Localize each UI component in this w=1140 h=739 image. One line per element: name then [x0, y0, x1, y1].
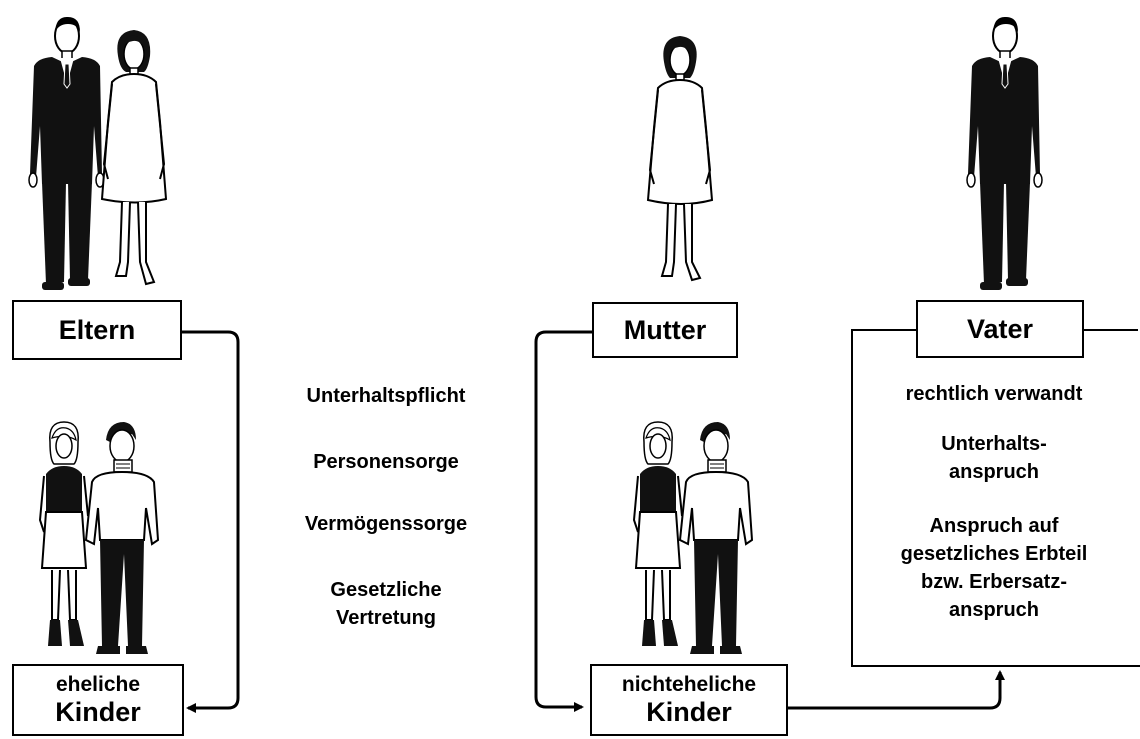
- boy-icon: [678, 422, 754, 654]
- duty-vertretung-line1: Gesetzliche: [330, 579, 442, 601]
- right-erbteil: Anspruch auf gesetzliches Erbteil bzw. E…: [852, 512, 1136, 624]
- children-to-father-arrow: [788, 670, 1005, 710]
- right-unterhaltsanspruch: Unterhalts- anspruch: [852, 430, 1136, 486]
- mutter-label: Mutter: [623, 314, 707, 345]
- girl-icon: [632, 421, 683, 646]
- eltern-box: Eltern: [12, 300, 182, 360]
- mutter-to-children-arrow: [534, 330, 592, 712]
- vater-label: Vater: [966, 313, 1034, 344]
- right-erbteil-line4: anspruch: [948, 599, 1040, 621]
- eheliche-kinder-bottom: Kinder: [55, 697, 141, 727]
- woman-icon: [646, 36, 714, 282]
- duty-personensorge: Personensorge: [313, 451, 459, 473]
- illegitimate-children-figure: [632, 421, 754, 654]
- mother-figure: [646, 36, 714, 282]
- right-unterhalt-line2: anspruch: [948, 461, 1040, 483]
- eheliche-kinder-top: eheliche: [55, 673, 141, 696]
- man-icon: [966, 16, 1043, 290]
- eltern-to-children-arrow: [182, 330, 240, 713]
- father-rights-frame: [851, 329, 1140, 667]
- duty-vermoegenssorge: Vermögenssorge: [304, 513, 468, 535]
- legitimate-children-figure: [38, 421, 160, 654]
- right-unterhalt-line1: Unterhalts-: [941, 433, 1047, 455]
- boy-icon: [84, 422, 160, 654]
- vater-box: Vater: [916, 300, 1084, 358]
- eltern-label: Eltern: [58, 314, 136, 345]
- right-rechtlich-verwandt: rechtlich verwandt: [905, 383, 1083, 405]
- mutter-box: Mutter: [592, 302, 738, 358]
- father-figure: [966, 16, 1043, 290]
- nichteheliche-kinder-box: nichteheliche Kinder: [590, 664, 788, 736]
- parents-figure: [28, 16, 168, 290]
- woman-icon: [100, 30, 168, 286]
- duty-unterhaltspflicht: Unterhaltspflicht: [306, 385, 466, 407]
- duty-vertretung: Gesetzliche Vertretung: [256, 576, 516, 632]
- duty-vertretung-line2: Vertretung: [335, 607, 437, 629]
- right-erbteil-line3: bzw. Erbersatz-: [921, 571, 1067, 593]
- man-icon: [28, 16, 105, 290]
- girl-icon: [38, 421, 89, 646]
- nichteheliche-kinder-top: nichteheliche: [621, 673, 757, 696]
- eheliche-kinder-box: eheliche Kinder: [12, 664, 184, 736]
- right-erbteil-line1: Anspruch auf: [929, 515, 1059, 537]
- right-erbteil-line2: gesetzliches Erbteil: [900, 543, 1088, 565]
- nichteheliche-kinder-bottom: Kinder: [646, 697, 732, 727]
